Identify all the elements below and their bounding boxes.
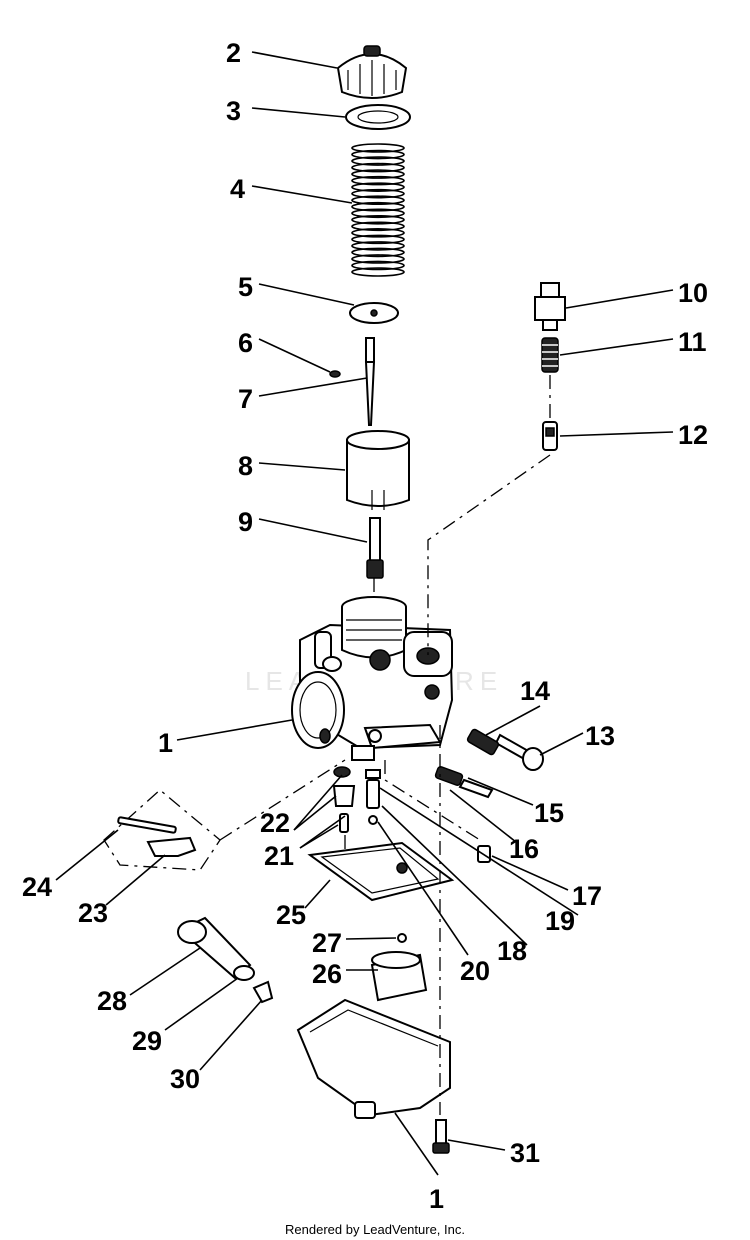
part-13-screw: [494, 733, 544, 771]
label-12: 12: [678, 420, 708, 450]
assembly-line-24: [219, 759, 346, 841]
label-19: 19: [545, 906, 575, 936]
part-15-pilot-screw: [434, 766, 494, 799]
footer-credit: Rendered by LeadVenture, Inc.: [285, 1222, 465, 1237]
assembly-line-12: [427, 454, 551, 655]
label-14: 14: [520, 676, 550, 706]
label-23: 23: [78, 898, 108, 928]
part-23-24-float-pin: [103, 789, 221, 871]
label-6: 6: [238, 328, 253, 358]
label-1-top: 1: [158, 728, 173, 758]
part-14-spring: [466, 728, 500, 756]
label-15: 15: [534, 798, 564, 828]
part-25-gasket: [307, 841, 455, 902]
label-10: 10: [678, 278, 708, 308]
assembly-line-16: [384, 760, 481, 841]
label-7: 7: [238, 384, 253, 414]
part-26-27-float: [370, 933, 428, 1002]
part-31-screw: [432, 1119, 450, 1154]
label-17: 17: [572, 881, 602, 911]
label-26: 26: [312, 959, 342, 989]
part-18-19-jets: [365, 769, 381, 825]
label-9: 9: [238, 507, 253, 537]
label-20: 20: [460, 956, 490, 986]
label-31: 31: [510, 1138, 540, 1168]
label-25: 25: [276, 900, 306, 930]
label-24: 24: [22, 872, 52, 902]
part-7-needle: [364, 337, 376, 426]
label-30: 30: [170, 1064, 200, 1094]
label-4: 4: [230, 174, 245, 204]
part-9-needle-jet: [366, 517, 384, 579]
label-1-bottom: 1: [429, 1184, 444, 1214]
label-29: 29: [132, 1026, 162, 1056]
label-8: 8: [238, 451, 253, 481]
label-2: 2: [226, 38, 241, 68]
label-16: 16: [509, 834, 539, 864]
part-5-plate: [349, 302, 399, 324]
part-8-throttle-slide: [346, 430, 410, 510]
part-12-fitting: [542, 421, 558, 451]
label-27: 27: [312, 928, 342, 958]
label-18: 18: [497, 936, 527, 966]
label-22: 22: [260, 808, 290, 838]
label-11: 11: [678, 327, 707, 357]
label-13: 13: [585, 721, 615, 751]
label-21: 21: [264, 841, 294, 871]
part-6-clip: [329, 370, 341, 378]
part-11-spring: [541, 337, 559, 373]
label-3: 3: [226, 96, 241, 126]
label-28: 28: [97, 986, 127, 1016]
part-10-adjuster: [534, 282, 566, 331]
label-5: 5: [238, 272, 253, 302]
part-numbers: 2 3 4 5 6 7 8 9 10 11 12 1 14 13 15 16 1…: [22, 38, 708, 1214]
leader-lines: [55, 51, 674, 1176]
part-3-washer: [345, 104, 411, 130]
part-1-carburetor-body: [291, 596, 454, 761]
part-4-spring: [351, 143, 405, 277]
part-2-cap: [336, 45, 408, 99]
part-float-bowl: [296, 998, 451, 1119]
part-28-29-30-drain: [177, 916, 274, 1004]
